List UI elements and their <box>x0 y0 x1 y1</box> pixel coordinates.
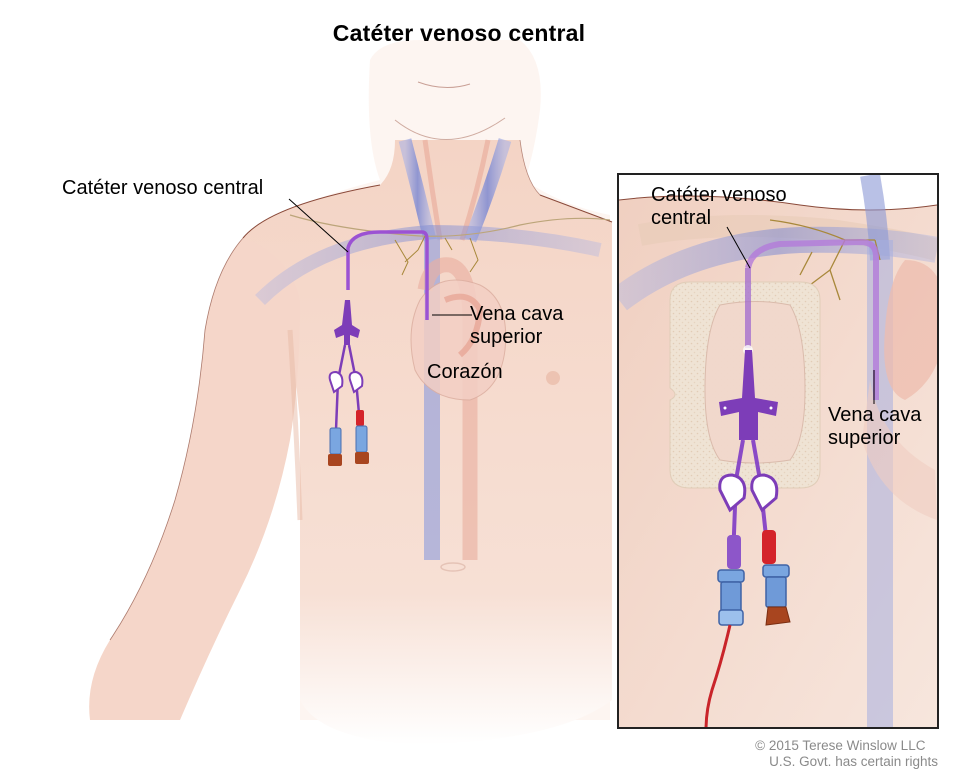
label-svc-line2: superior <box>470 326 543 348</box>
torso-figure <box>89 40 613 745</box>
label-heart: Corazón <box>427 361 503 383</box>
inset-catheter-callout-line <box>726 226 751 269</box>
inset-label-svc-line1: Vena cava <box>828 404 922 426</box>
inset-label-catheter-line2: central <box>651 207 712 229</box>
inset-label-catheter-line1: Catéter venoso <box>651 184 787 206</box>
label-catheter: Catéter venoso central <box>62 177 264 199</box>
catheter-callout-line <box>288 198 349 253</box>
credit-line-2: U.S. Govt. has certain rights <box>769 754 938 769</box>
figure-title: Catéter venoso central <box>332 20 586 46</box>
label-svc-line1: Vena cava <box>470 303 564 325</box>
copyright-credit: © 2015 Terese Winslow LLC U.S. Govt. has… <box>755 738 938 770</box>
inset-figure <box>619 175 937 727</box>
credit-line-1: © 2015 Terese Winslow LLC <box>755 738 926 753</box>
inset-label-svc-line2: superior <box>828 427 901 449</box>
